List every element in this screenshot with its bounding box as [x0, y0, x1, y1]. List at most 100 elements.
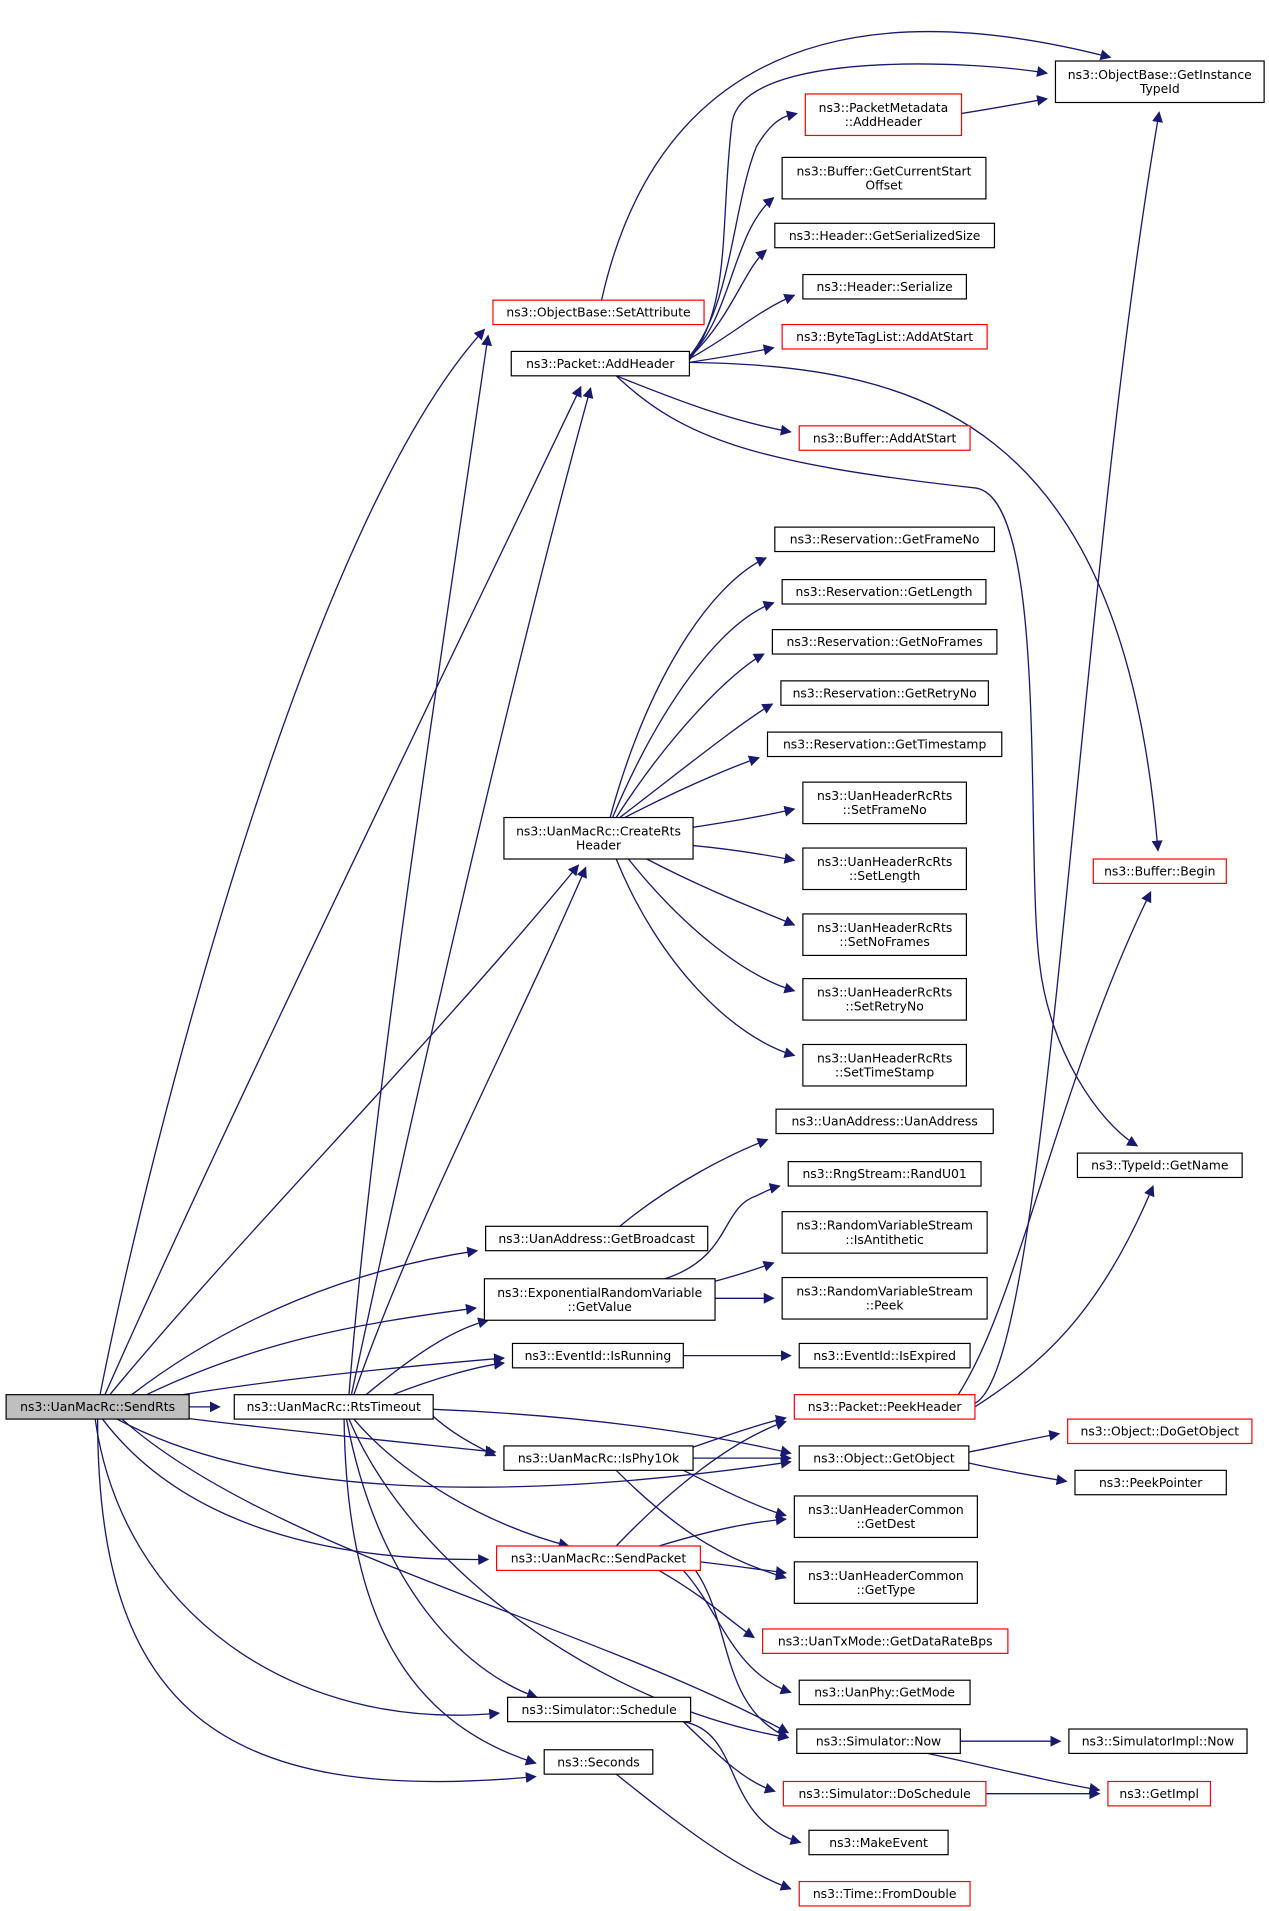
- edge-getobj-to-dogetobj: [968, 1430, 1061, 1453]
- node-getobj[interactable]: ns3::Object::GetObject: [798, 1445, 970, 1471]
- node-sendpkt[interactable]: ns3::UanMacRc::SendPacket: [496, 1545, 701, 1571]
- node-hdrgss-label-0: ns3::Header::GetSerializedSize: [789, 228, 981, 243]
- node-setattr[interactable]: ns3::ObjectBase::SetAttribute: [492, 299, 705, 326]
- edge-createrts-to-resframe: [609, 556, 768, 818]
- edge-createrts-to-rtsts: [615, 858, 796, 1058]
- node-bufbegin-box: [1092, 858, 1227, 885]
- node-isanti-label-0: ns3::RandomVariableStream: [796, 1218, 973, 1233]
- node-hdrser[interactable]: ns3::Header::Serialize: [802, 273, 967, 300]
- edge-sendrts-to-setattr: [99, 328, 486, 1395]
- node-seconds[interactable]: ns3::Seconds: [543, 1749, 654, 1775]
- node-rtstimeout[interactable]: ns3::UanMacRc::RtsTimeout: [233, 1394, 434, 1420]
- node-sendpkt-box: [496, 1545, 701, 1571]
- node-reslen-label-0: ns3::Reservation::GetLength: [796, 584, 973, 599]
- node-hdrser-box: [802, 273, 967, 300]
- node-btladd-box: [781, 323, 988, 350]
- node-rtsts-box: [802, 1043, 967, 1087]
- node-resframe-box: [774, 526, 996, 553]
- node-rtsnof[interactable]: ns3::UanHeaderRcRts::SetNoFrames: [802, 913, 967, 957]
- node-getbcast-label-0: ns3::UanAddress::GetBroadcast: [498, 1231, 695, 1246]
- node-rests[interactable]: ns3::Reservation::GetTimestamp: [766, 731, 1003, 758]
- node-rests-label-0: ns3::Reservation::GetTimestamp: [783, 737, 987, 752]
- node-randu01[interactable]: ns3::RngStream::RandU01: [787, 1161, 982, 1187]
- node-getmode[interactable]: ns3::UanPhy::GetMode: [798, 1679, 971, 1706]
- node-rtsframe[interactable]: ns3::UanHeaderRcRts::SetFrameNo: [802, 781, 967, 825]
- node-btladd[interactable]: ns3::ByteTagList::AddAtStart: [781, 323, 988, 350]
- node-expgetval[interactable]: ns3::ExponentialRandomVariable::GetValue: [483, 1278, 716, 1321]
- node-simimplnow[interactable]: ns3::SimulatorImpl::Now: [1068, 1728, 1248, 1755]
- node-rtslen-label-0: ns3::UanHeaderRcRts: [817, 854, 952, 869]
- node-reslen-box: [781, 578, 987, 605]
- node-resretry[interactable]: ns3::Reservation::GetRetryNo: [780, 680, 989, 706]
- node-sendrts[interactable]: ns3::UanMacRc::SendRts: [5, 1394, 190, 1420]
- node-schedule[interactable]: ns3::Simulator::Schedule: [507, 1696, 692, 1723]
- edge-rtstimeout-to-sendpkt: [353, 1418, 570, 1549]
- edge-sendrts-to-createrts: [109, 864, 580, 1396]
- node-peek[interactable]: ns3::RandomVariableStream::Peek: [781, 1276, 988, 1320]
- edge-setattr-to-gitid: [600, 31, 1112, 301]
- edge-sendrts-to-isphy1ok: [182, 1417, 497, 1457]
- node-rtsframe-box: [802, 781, 967, 825]
- node-simnow[interactable]: ns3::Simulator::Now: [796, 1728, 961, 1755]
- edge-rtstimeout-to-createrts: [353, 866, 587, 1395]
- node-addheader[interactable]: ns3::Packet::AddHeader: [510, 350, 691, 377]
- node-isexpired[interactable]: ns3::EventId::IsExpired: [798, 1342, 971, 1369]
- node-rtsts[interactable]: ns3::UanHeaderRcRts::SetTimeStamp: [802, 1043, 967, 1087]
- node-isanti[interactable]: ns3::RandomVariableStream::IsAntithetic: [781, 1211, 988, 1254]
- node-peekptr[interactable]: ns3::PeekPointer: [1074, 1469, 1227, 1496]
- node-hdrgss[interactable]: ns3::Header::GetSerializedSize: [774, 222, 996, 249]
- node-resnof[interactable]: ns3::Reservation::GetNoFrames: [771, 629, 998, 655]
- node-fromdouble-box: [798, 1880, 971, 1907]
- node-isrunning[interactable]: ns3::EventId::IsRunning: [511, 1342, 684, 1369]
- node-isphy1ok[interactable]: ns3::UanMacRc::IsPhy1Ok: [503, 1445, 694, 1471]
- node-bufbegin[interactable]: ns3::Buffer::Begin: [1092, 858, 1227, 885]
- node-uanaddr[interactable]: ns3::UanAddress::UanAddress: [775, 1108, 994, 1135]
- node-rtsretry[interactable]: ns3::UanHeaderRcRts::SetRetryNo: [802, 977, 967, 1021]
- node-typeidname[interactable]: ns3::TypeId::GetName: [1076, 1152, 1243, 1179]
- node-btladd-label-0: ns3::ByteTagList::AddAtStart: [796, 329, 973, 344]
- node-peek-box: [781, 1276, 988, 1320]
- node-setattr-box: [492, 299, 705, 326]
- node-createrts-label-1: Header: [576, 838, 622, 853]
- node-setattr-label-0: ns3::ObjectBase::SetAttribute: [506, 305, 690, 320]
- node-peekheader[interactable]: ns3::Packet::PeekHeader: [793, 1394, 976, 1420]
- node-rtslen[interactable]: ns3::UanHeaderRcRts::SetLength: [802, 847, 967, 891]
- node-rtsts-label-0: ns3::UanHeaderRcRts: [817, 1051, 952, 1066]
- node-datarate[interactable]: ns3::UanTxMode::GetDataRateBps: [762, 1628, 1009, 1654]
- node-reslen[interactable]: ns3::Reservation::GetLength: [781, 578, 987, 605]
- node-fromdouble[interactable]: ns3::Time::FromDouble: [798, 1880, 971, 1907]
- node-getmode-label-0: ns3::UanPhy::GetMode: [814, 1685, 955, 1700]
- node-typeidname-label-0: ns3::TypeId::GetName: [1091, 1158, 1228, 1173]
- node-resnof-label-0: ns3::Reservation::GetNoFrames: [787, 634, 983, 649]
- node-hdrser-label-0: ns3::Header::Serialize: [817, 279, 953, 294]
- node-uanaddr-label-0: ns3::UanAddress::UanAddress: [791, 1114, 977, 1129]
- node-makeevent[interactable]: ns3::MakeEvent: [808, 1829, 949, 1856]
- node-ucdest-label-1: ::GetDest: [856, 1516, 915, 1531]
- node-schedule-box: [507, 1696, 692, 1723]
- node-doschedule[interactable]: ns3::Simulator::DoSchedule: [782, 1780, 987, 1807]
- node-isanti-box: [781, 1211, 988, 1254]
- node-rtsts-label-1: ::SetTimeStamp: [835, 1065, 934, 1080]
- node-seconds-box: [543, 1749, 654, 1775]
- node-getbcast[interactable]: ns3::UanAddress::GetBroadcast: [485, 1225, 709, 1252]
- node-rtslen-box: [802, 847, 967, 891]
- node-pmaddheader[interactable]: ns3::PacketMetadata::AddHeader: [804, 93, 963, 137]
- node-peekptr-label-0: ns3::PeekPointer: [1099, 1475, 1203, 1490]
- node-getimpl[interactable]: ns3::GetImpl: [1107, 1780, 1212, 1807]
- node-ucdest[interactable]: ns3::UanHeaderCommon::GetDest: [793, 1495, 978, 1539]
- node-peekheader-label-0: ns3::Packet::PeekHeader: [808, 1399, 963, 1414]
- node-datarate-box: [762, 1628, 1009, 1654]
- node-resframe[interactable]: ns3::Reservation::GetFrameNo: [774, 526, 996, 553]
- node-dogetobj[interactable]: ns3::Object::DoGetObject: [1067, 1418, 1253, 1445]
- node-uctype[interactable]: ns3::UanHeaderCommon::GetType: [793, 1561, 978, 1604]
- node-addheader-label-0: ns3::Packet::AddHeader: [526, 356, 675, 371]
- node-bufadd[interactable]: ns3::Buffer::AddAtStart: [798, 425, 971, 451]
- edge-seconds-to-fromdouble: [615, 1773, 792, 1891]
- node-rtsnof-label-0: ns3::UanHeaderRcRts: [817, 920, 952, 935]
- edge-rtstimeout-to-simnow: [348, 1418, 790, 1742]
- node-bufcso-box: [781, 156, 987, 200]
- edge-layer: [94, 31, 1163, 1891]
